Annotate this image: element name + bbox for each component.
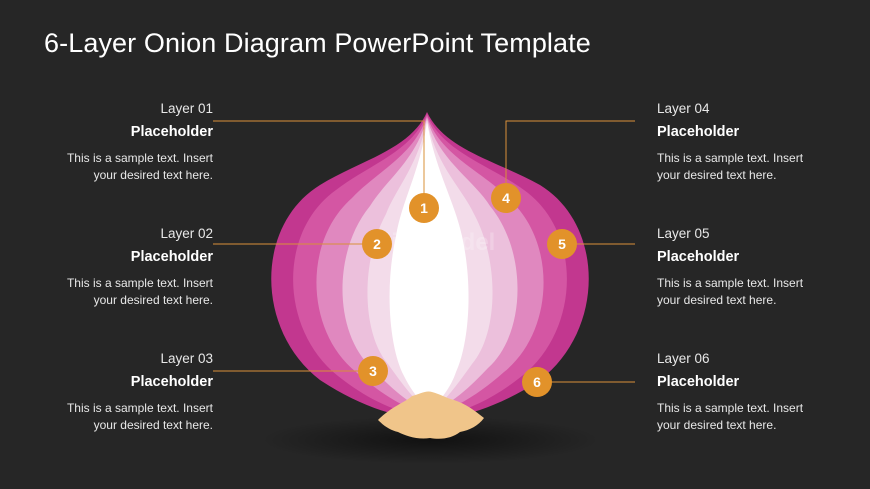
layer-5-block: Layer 05 Placeholder This is a sample te…: [657, 225, 857, 309]
marker-circle-2: [362, 229, 392, 259]
layer-5-name: Layer 05: [657, 226, 710, 241]
connectors: [213, 120, 635, 383]
layer-6-name: Layer 06: [657, 351, 710, 366]
marker-number-2: 2: [373, 236, 381, 252]
layer-2-desc-line-2: your desired text here.: [93, 293, 213, 307]
marker-circle-5: [547, 229, 577, 259]
marker-circle-6: [522, 367, 552, 397]
layer-2-heading: Placeholder: [130, 249, 213, 265]
layer-marker-6: 6: [522, 367, 552, 397]
layer-6-description: This is a sample text. Insert your desir…: [657, 400, 857, 434]
layer-5-desc-line-1: This is a sample text. Insert: [657, 276, 804, 290]
layer-3-desc-line-1: This is a sample text. Insert: [66, 401, 213, 415]
onion-shadow: [260, 416, 600, 464]
layer-marker-1: 1: [409, 193, 439, 223]
layer-4-heading: Placeholder: [657, 124, 740, 140]
markers: 1 2 3 4 5 6: [358, 183, 577, 397]
layer-5-description: This is a sample text. Insert your desir…: [657, 275, 857, 309]
layer-3-heading: Placeholder: [130, 374, 213, 390]
layer-2-block: Layer 02 Placeholder This is a sample te…: [13, 225, 213, 309]
layer-6-block: Layer 06 Placeholder This is a sample te…: [657, 350, 857, 434]
layer-4-desc-line-2: your desired text here.: [657, 168, 777, 182]
connector-line-4: [505, 120, 635, 198]
layer-marker-5: 5: [547, 229, 577, 259]
marker-number-3: 3: [369, 363, 377, 379]
layer-3-name: Layer 03: [160, 351, 213, 366]
layer-4-name: Layer 04: [657, 101, 710, 116]
layer-6-heading: Placeholder: [657, 374, 740, 390]
layer-1-desc-line-2: your desired text here.: [93, 168, 213, 182]
layer-4-block: Layer 04 Placeholder This is a sample te…: [657, 100, 857, 184]
layer-4-description: This is a sample text. Insert your desir…: [657, 150, 857, 184]
layer-1-name: Layer 01: [160, 101, 213, 116]
layer-1-heading: Placeholder: [130, 124, 213, 140]
layer-5-desc-line-2: your desired text here.: [657, 293, 777, 307]
layer-1-description: This is a sample text. Insert your desir…: [13, 150, 213, 184]
layer-3-block: Layer 03 Placeholder This is a sample te…: [13, 350, 213, 434]
marker-circle-4: [491, 183, 521, 213]
layer-2-desc-line-1: This is a sample text. Insert: [66, 276, 213, 290]
onion-root: [378, 391, 484, 439]
marker-number-5: 5: [558, 236, 566, 252]
marker-number-6: 6: [533, 374, 541, 390]
layer-6-desc-line-2: your desired text here.: [657, 418, 777, 432]
marker-circle-1: [409, 193, 439, 223]
marker-number-4: 4: [502, 190, 510, 206]
layer-marker-3: 3: [358, 356, 388, 386]
layer-1-block: Layer 01 Placeholder This is a sample te…: [13, 100, 213, 184]
marker-circle-3: [358, 356, 388, 386]
layer-1-desc-line-1: This is a sample text. Insert: [66, 151, 213, 165]
slide-title: 6-Layer Onion Diagram PowerPoint Templat…: [44, 28, 591, 58]
connector-line-1: [213, 120, 425, 208]
layer-3-desc-line-2: your desired text here.: [93, 418, 213, 432]
layer-marker-4: 4: [491, 183, 521, 213]
layer-6-desc-line-1: This is a sample text. Insert: [657, 401, 804, 415]
layer-2-name: Layer 02: [160, 226, 213, 241]
layer-4-desc-line-1: This is a sample text. Insert: [657, 151, 804, 165]
marker-number-1: 1: [420, 200, 428, 216]
layer-marker-2: 2: [362, 229, 392, 259]
layer-3-description: This is a sample text. Insert your desir…: [13, 400, 213, 434]
onion-core: [389, 122, 469, 400]
layer-2-description: This is a sample text. Insert your desir…: [13, 275, 213, 309]
layer-5-heading: Placeholder: [657, 249, 740, 265]
